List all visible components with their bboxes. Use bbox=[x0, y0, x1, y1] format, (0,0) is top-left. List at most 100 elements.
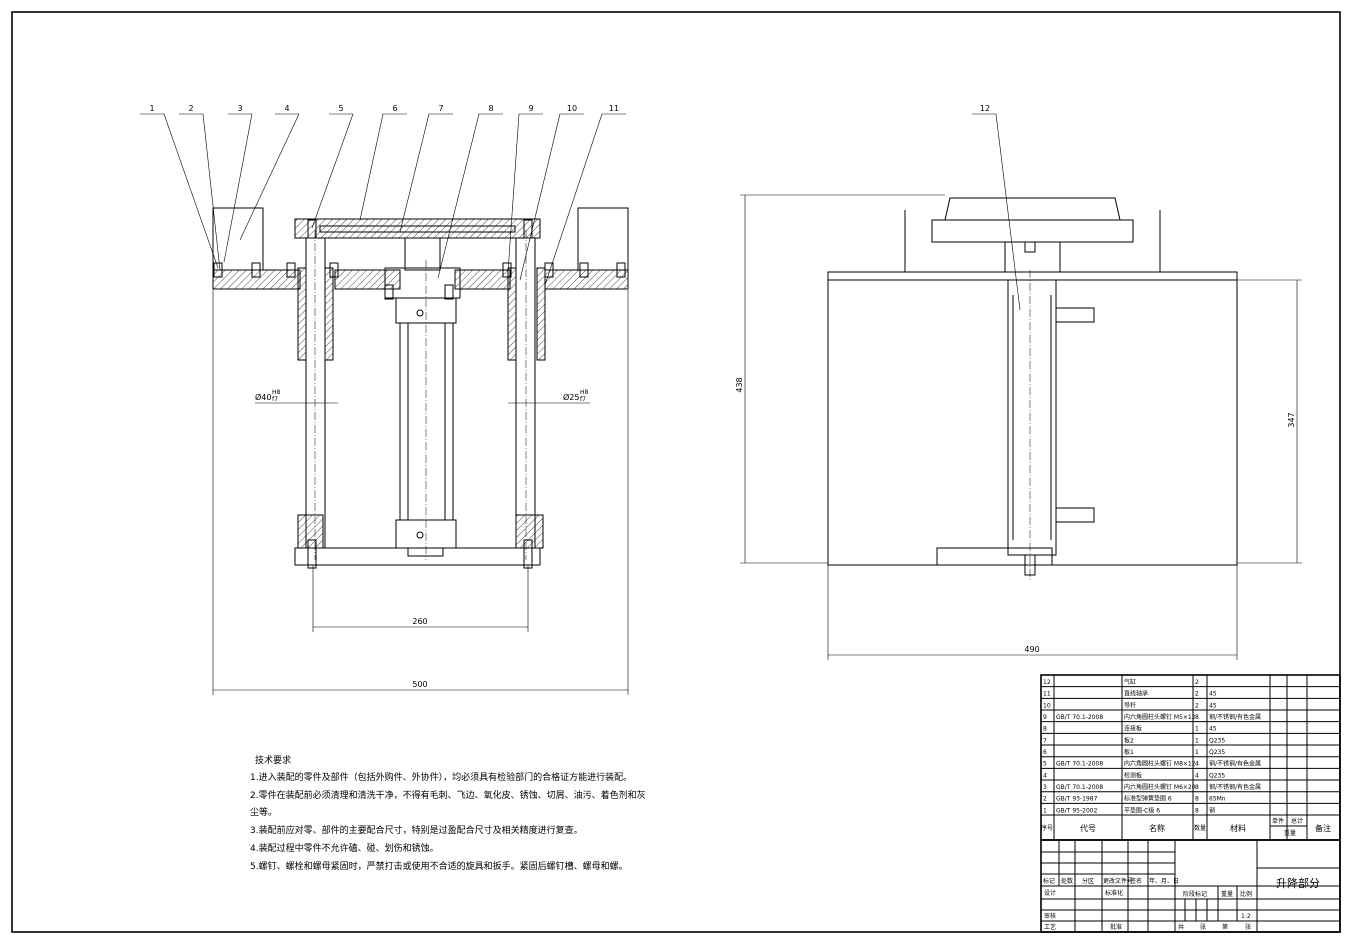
bom-cell-qty: 2 bbox=[1195, 702, 1199, 709]
bom-cell-material: 65Mn bbox=[1209, 796, 1226, 803]
tech-req-item: 5.螺钉、螺栓和螺母紧固时，严禁打击或使用不合适的旋具和扳手。紧固后螺钉槽、螺母… bbox=[250, 862, 628, 872]
bom-cell-qty: 4 bbox=[1195, 772, 1199, 779]
sheet-border bbox=[11, 11, 1341, 933]
dim-260: 260 bbox=[412, 617, 427, 626]
bom-header-unit: 单件 bbox=[1272, 817, 1284, 825]
bom-cell-name: 内六角圆柱头螺钉 M6×20 bbox=[1124, 783, 1196, 791]
bom-cell-name: 直线轴承 bbox=[1124, 690, 1148, 698]
svg-text:张: 张 bbox=[1200, 923, 1206, 931]
table-row: 10 导杆 2 45 bbox=[1041, 701, 1340, 711]
bom-cell-name: 气缸 bbox=[1124, 678, 1136, 686]
bom-cell-material: 钢/不锈钢/有色金属 bbox=[1209, 713, 1261, 721]
linear-bearing-right bbox=[507, 267, 517, 361]
bom-cell-no: 12 bbox=[1043, 679, 1051, 686]
guide-rod-left bbox=[305, 237, 326, 549]
balloon-label: 4 bbox=[284, 104, 289, 113]
bom-header-material: 材料 bbox=[1230, 823, 1246, 833]
bom-cell-name: 标准型弹簧垫圈 6 bbox=[1124, 795, 1172, 803]
side-view: 438 347 490 bbox=[735, 194, 1302, 660]
balloon-label: 7 bbox=[438, 104, 443, 113]
detection-plate-left bbox=[212, 207, 264, 271]
svg-text:年、月、日: 年、月、日 bbox=[1149, 877, 1179, 885]
plate-1 bbox=[294, 218, 541, 239]
bom-cell-no: 11 bbox=[1043, 691, 1051, 698]
balloon-label: 9 bbox=[528, 104, 533, 113]
tech-req-item: 尘等。 bbox=[250, 808, 278, 818]
drawing-title: 升降部分 bbox=[1276, 876, 1320, 890]
bom-cell-no: 6 bbox=[1043, 749, 1047, 756]
svg-text:分区: 分区 bbox=[1082, 877, 1094, 885]
dim-347: 347 bbox=[1287, 412, 1296, 427]
bom-cell-qty: 4 bbox=[1195, 761, 1199, 768]
bom-cell-no: 4 bbox=[1043, 772, 1047, 779]
bom-cell-qty: 8 bbox=[1195, 796, 1199, 803]
bom-cell-no: 9 bbox=[1043, 714, 1047, 721]
balloon-label: 5 bbox=[338, 104, 343, 113]
bom-cell-code: GB/T 70.1-2008 bbox=[1056, 714, 1103, 721]
balloon-label: 11 bbox=[609, 104, 619, 113]
bom-cell-name: 检测板 bbox=[1124, 771, 1142, 779]
svg-text:处数: 处数 bbox=[1061, 877, 1073, 885]
bom-cell-qty: 8 bbox=[1195, 784, 1199, 791]
bom-cell-qty: 1 bbox=[1195, 737, 1199, 744]
bom-cell-name: 板2 bbox=[1124, 736, 1134, 744]
balloon-label: 6 bbox=[392, 104, 397, 113]
air-fitting-top bbox=[1055, 307, 1095, 323]
svg-text:签名: 签名 bbox=[1130, 877, 1142, 885]
svg-text:阶段标记: 阶段标记 bbox=[1183, 890, 1207, 898]
bom-cell-no: 8 bbox=[1043, 726, 1047, 733]
cylinder-side bbox=[1007, 279, 1057, 556]
dim-490: 490 bbox=[1024, 645, 1039, 654]
bom-header-name: 名称 bbox=[1149, 823, 1165, 833]
bom-cell-name: 平垫圈-C级 6 bbox=[1124, 806, 1160, 814]
bom-cell-name: 连接板 bbox=[1124, 725, 1142, 733]
air-fitting-bottom bbox=[1055, 507, 1095, 523]
svg-text:H8: H8 bbox=[272, 389, 281, 396]
bom-cell-qty: 1 bbox=[1195, 749, 1199, 756]
svg-text:共: 共 bbox=[1178, 923, 1184, 931]
bom-cell-material: 45 bbox=[1209, 691, 1217, 698]
bom-cell-material: 钢 bbox=[1209, 806, 1215, 814]
bom-cell-qty: 2 bbox=[1195, 679, 1199, 686]
balloon-label: 2 bbox=[188, 104, 193, 113]
bom-cell-no: 10 bbox=[1043, 702, 1051, 709]
bom-cell-no: 7 bbox=[1043, 737, 1047, 744]
svg-text:张: 张 bbox=[1245, 923, 1251, 931]
svg-text:审核: 审核 bbox=[1044, 912, 1056, 920]
svg-text:标准化: 标准化 bbox=[1105, 889, 1123, 897]
bom-header-total: 总计 bbox=[1291, 817, 1303, 825]
tech-req-item: 4.装配过程中零件不允许磕、碰、划伤和锈蚀。 bbox=[250, 844, 439, 854]
svg-text:f7: f7 bbox=[272, 396, 278, 403]
bom-cell-qty: 8 bbox=[1195, 807, 1199, 814]
bom-cell-name: 板1 bbox=[1124, 748, 1134, 756]
table-row: 12 气缸 2 bbox=[1041, 678, 1340, 688]
svg-text:更改文件号: 更改文件号 bbox=[1103, 877, 1133, 885]
bom-cell-name: 导杆 bbox=[1124, 701, 1136, 709]
bom-cell-material: 钢/不锈钢/有色金属 bbox=[1209, 760, 1261, 768]
svg-text:重量: 重量 bbox=[1221, 890, 1233, 898]
svg-text:第: 第 bbox=[1222, 923, 1228, 931]
svg-text:f7: f7 bbox=[580, 396, 586, 403]
svg-text:标记: 标记 bbox=[1043, 877, 1055, 885]
bom-header-code: 代号 bbox=[1080, 823, 1096, 833]
base-plate-right bbox=[544, 269, 629, 290]
tech-req-title: 技术要求 bbox=[255, 756, 292, 766]
svg-text:H8: H8 bbox=[580, 389, 589, 396]
bom-cell-no: 1 bbox=[1043, 807, 1047, 814]
bom-cell-material: 钢/不锈钢/有色金属 bbox=[1209, 783, 1261, 791]
bom-cell-code: GB/T 93-1987 bbox=[1056, 796, 1098, 803]
dim-500: 500 bbox=[412, 680, 427, 689]
bom-cell-code: GB/T 70.1-2008 bbox=[1056, 784, 1103, 791]
tech-req-item: 2.零件在装配前必须清理和清洗干净，不得有毛刺、飞边、氧化皮、锈蚀、切屑、油污、… bbox=[250, 791, 646, 801]
dim-bore-25: Ø25 bbox=[563, 392, 579, 402]
front-view: 500 260 Ø40 H8 f7 Ø25 H8 f7 bbox=[212, 207, 629, 695]
bom-cell-name: 内六角圆柱头螺钉 M5×12 bbox=[1124, 713, 1196, 721]
bom-cell-material: 45 bbox=[1209, 702, 1217, 709]
